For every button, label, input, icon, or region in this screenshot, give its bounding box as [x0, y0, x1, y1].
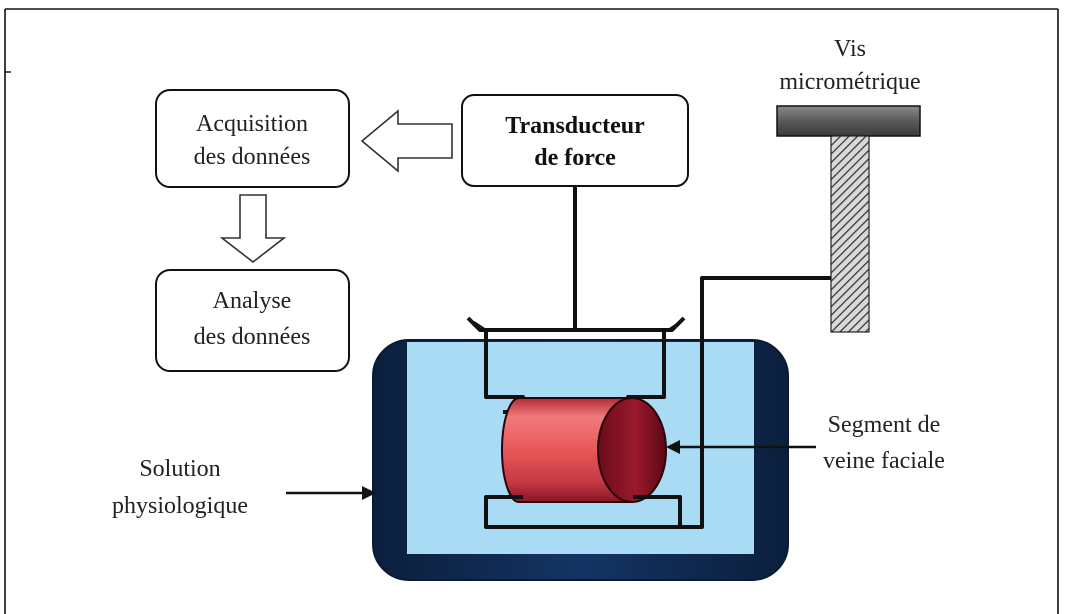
lower-hook	[484, 495, 682, 529]
acquisition-line1: Acquisition	[196, 111, 308, 137]
analyse-box: Analyse des données	[155, 269, 350, 372]
hollow-arrow-down-icon	[219, 194, 287, 264]
segment-label: Segment de veine faciale	[823, 412, 945, 474]
figure-frame	[4, 8, 1059, 614]
transducteur-box: Transducteur de force	[461, 94, 689, 187]
segment-line2: veine faciale	[823, 448, 945, 474]
solution-arrow	[286, 486, 376, 500]
segment-line1: Segment de	[828, 412, 941, 438]
solution-line2: physiologique	[112, 493, 248, 519]
acquisition-box: Acquisition des données	[155, 89, 350, 188]
vis-line1: Vis	[834, 36, 866, 62]
vein-segment	[501, 397, 667, 503]
transducteur-line2: de force	[534, 145, 616, 171]
solution-label: Solution physiologique	[112, 456, 248, 519]
analyse-line1: Analyse	[213, 288, 292, 314]
screw-wire	[680, 276, 831, 529]
analyse-line2: des données	[194, 324, 311, 350]
vis-line2: micrométrique	[779, 69, 920, 95]
solution-line1: Solution	[139, 456, 220, 482]
acquisition-line2: des données	[194, 144, 311, 170]
micrometric-screw	[776, 105, 921, 333]
hollow-arrow-left-icon	[360, 109, 453, 173]
segment-arrow	[666, 440, 816, 454]
vis-label: Vis micrométrique	[779, 36, 920, 95]
transducteur-line1: Transducteur	[505, 113, 645, 139]
